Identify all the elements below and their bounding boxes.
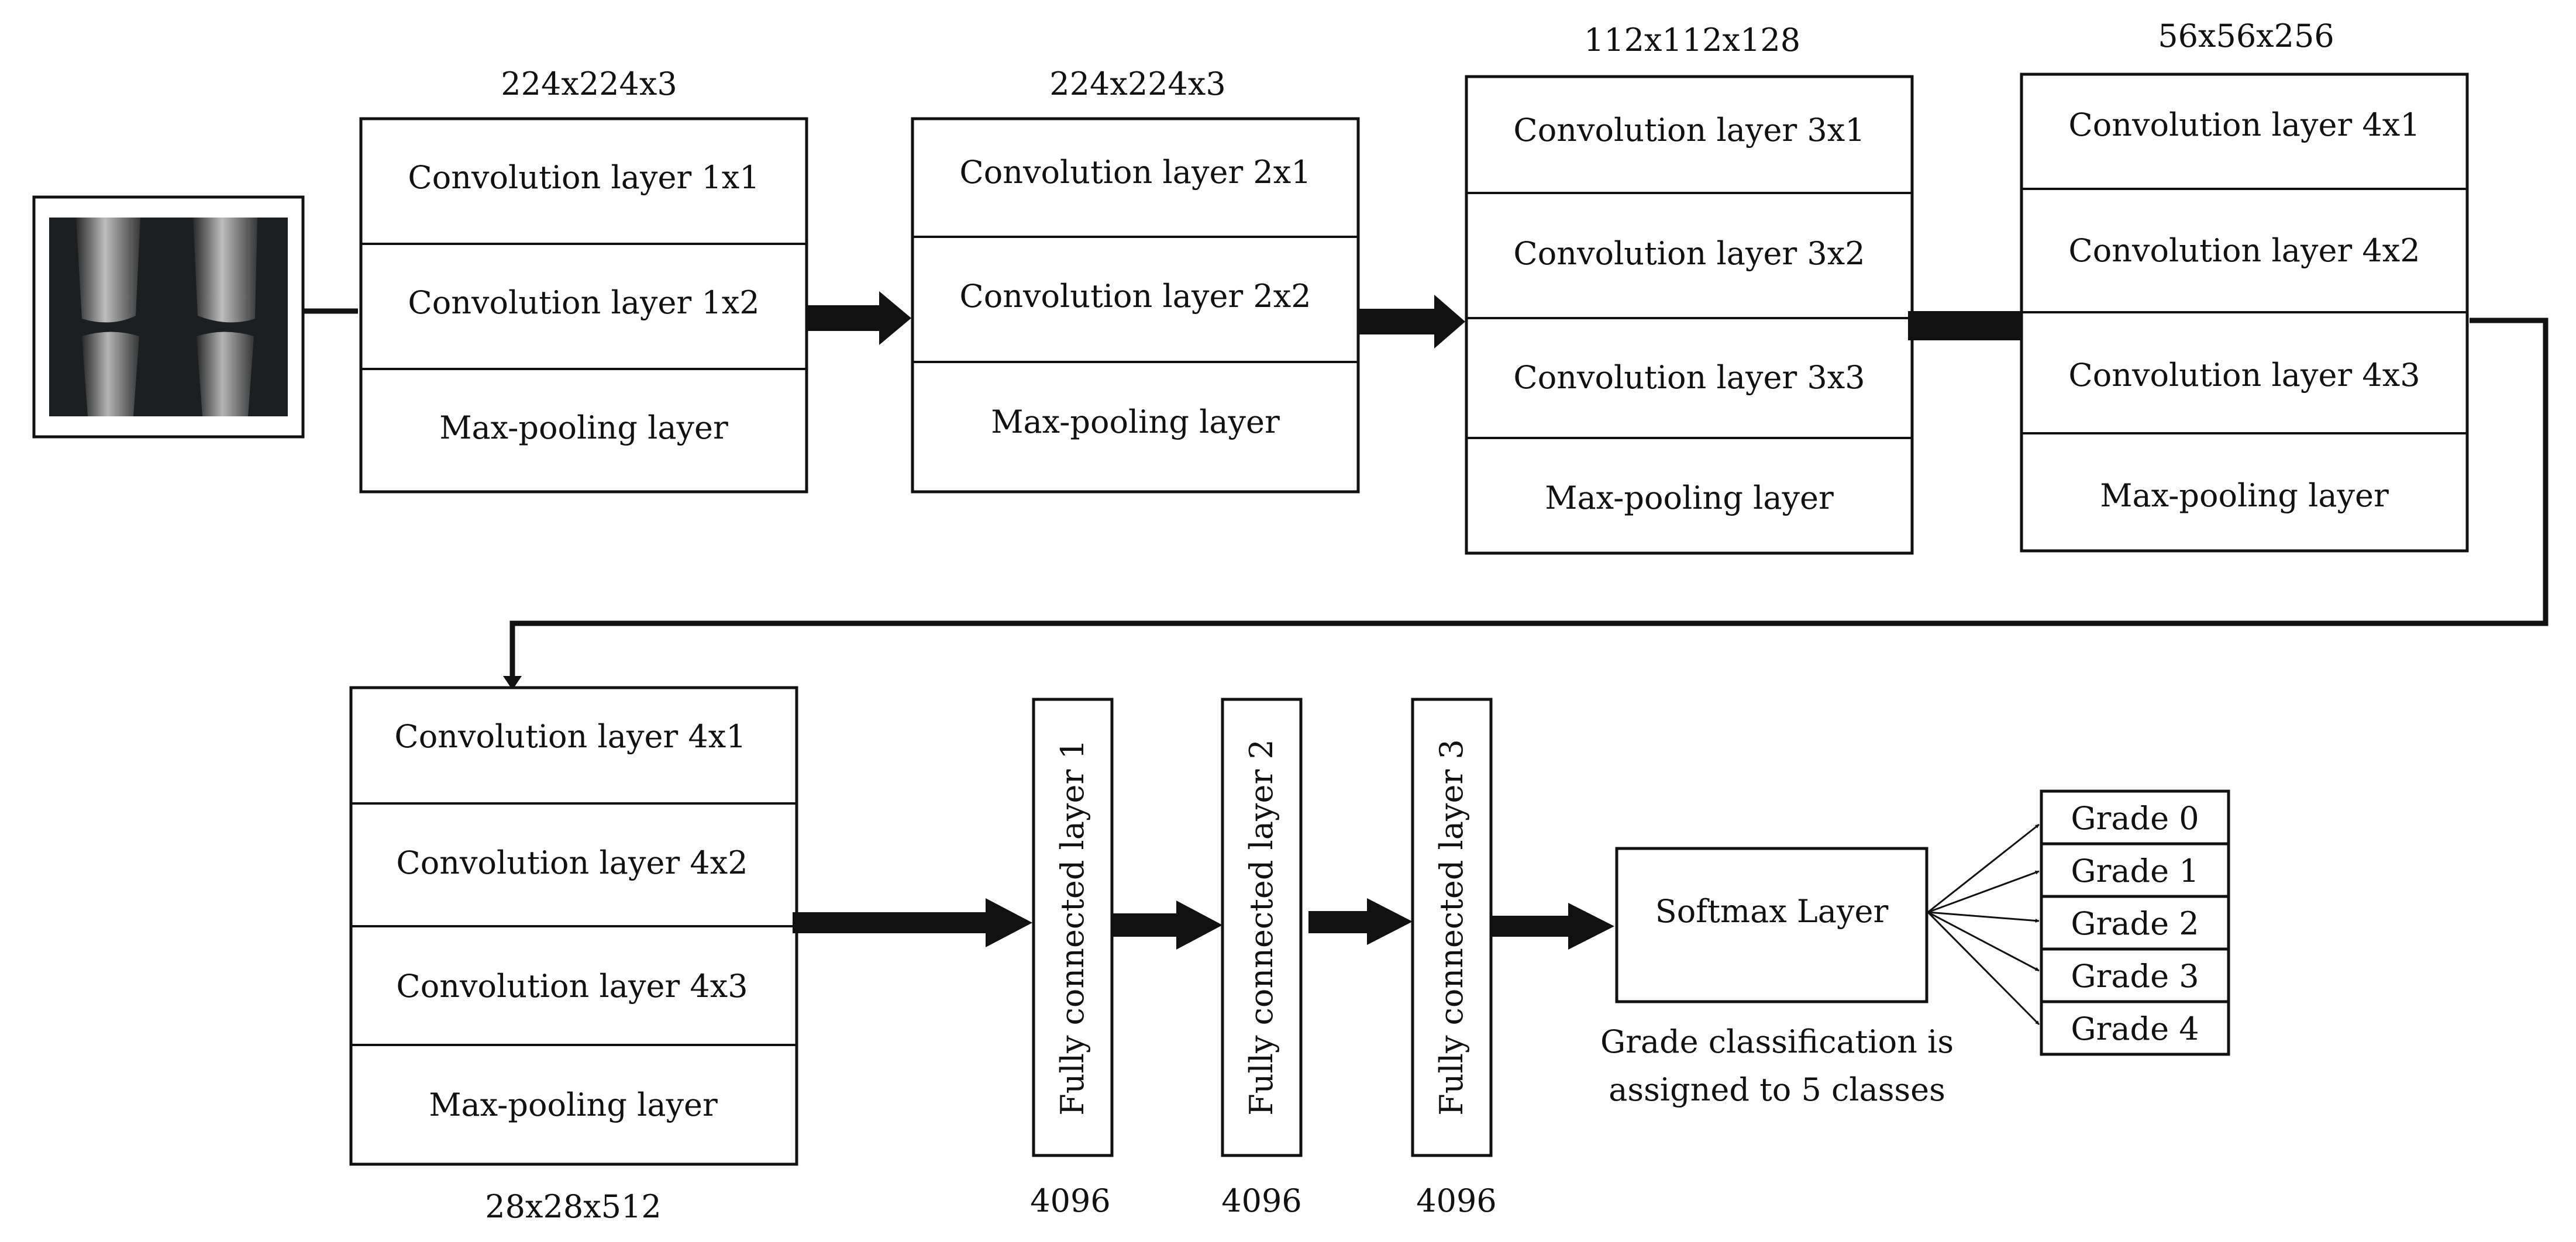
fc-layer-1-label: Fully connected layer 1 [1054,739,1091,1116]
block-1-layer-3: Max-pooling layer [439,409,728,446]
block-4-layer-3: Convolution layer 4x3 [2068,357,2420,394]
block-3-layer-3: Convolution layer 3x3 [1513,359,1865,396]
fc-layer-2-size: 4096 [1221,1182,1301,1219]
arrow-block5-to-fc1 [793,898,1032,947]
grade-2: Grade 2 [2040,895,2230,951]
block-5-dimension: 28x28x512 [485,1188,661,1225]
block-4: 56x56x256 Convolution layer 4x1 Convolut… [2020,18,2469,553]
fc-layer-3-label: Fully connected layer 3 [1433,739,1470,1116]
block-5: Convolution layer 4x1 Convolution layer … [349,686,798,1225]
block-5-layer-4: Max-pooling layer [429,1086,718,1123]
fc-layer-2-label: Fully connected layer 2 [1243,739,1280,1116]
block-3-layer-4: Max-pooling layer [1545,479,1834,516]
arrow-fc1-to-fc2 [1113,901,1222,950]
block-4-dimension: 56x56x256 [2158,18,2334,54]
softmax-caption-line-1: Grade classification is [1600,1023,1954,1060]
block-4-layer-1: Convolution layer 4x1 [2068,106,2420,143]
block-3-layer-2: Convolution layer 3x2 [1513,235,1865,272]
block-4-layer-2: Convolution layer 4x2 [2068,232,2420,269]
grade-4-label: Grade 4 [2071,1010,2199,1047]
block-3: 112x112x128 Convolution layer 3x1 Convol… [1465,22,1914,555]
block-4-layer-4: Max-pooling layer [2100,477,2389,514]
block-2-layer-1: Convolution layer 2x1 [959,154,1311,191]
block-2-dimension: 224x224x3 [1049,65,1225,102]
arrow-block2-to-block3 [1359,295,1465,349]
grade-0-label: Grade 0 [2071,800,2199,837]
wrap-connector [503,318,2549,690]
arrow-fc2-to-fc3 [1308,898,1413,945]
fc-layer-3: Fully connected layer 3 4096 [1411,698,1497,1219]
block-2-layer-2: Convolution layer 2x2 [959,278,1311,315]
block-5-layer-3: Convolution layer 4x3 [396,968,748,1005]
input-image [32,195,305,439]
softmax-block: Softmax Layer Grade classification is as… [1600,847,1954,1108]
block-2-layer-3: Max-pooling layer [991,403,1280,440]
softmax-fanout-arrows [1927,823,2040,1026]
fc-layer-2: Fully connected layer 2 4096 [1221,698,1303,1219]
grade-4: Grade 4 [2040,1000,2230,1056]
fc-layer-1: Fully connected layer 1 4096 [1030,698,1114,1219]
block-5-layer-2: Convolution layer 4x2 [396,844,748,881]
block-1-layer-2: Convolution layer 1x2 [408,284,759,321]
block-1-dimension: 224x224x3 [501,65,677,102]
arrow-fc3-to-softmax [1492,903,1614,950]
grade-3-label: Grade 3 [2071,958,2199,995]
grade-1-label: Grade 1 [2071,853,2199,889]
block-5-layer-1: Convolution layer 4x1 [394,718,746,755]
block-1: 224x224x3 Convolution layer 1x1 Convolut… [359,65,808,494]
grade-list: Grade 0 Grade 1 Grade 2 Grade 3 Grade 4 [2040,789,2230,1056]
fc-layer-1-size: 4096 [1030,1182,1110,1219]
block-1-layer-1: Convolution layer 1x1 [408,159,759,196]
softmax-label: Softmax Layer [1655,893,1889,930]
grade-1: Grade 1 [2040,842,2230,898]
grade-2-label: Grade 2 [2071,905,2199,942]
block-2: 224x224x3 Convolution layer 2x1 Convolut… [911,65,1360,494]
arrow-block1-to-block2 [808,291,911,345]
block-3-dimension: 112x112x128 [1584,22,1800,58]
grade-3: Grade 3 [2040,947,2230,1003]
fc-layer-3-size: 4096 [1416,1182,1496,1219]
softmax-caption-line-2: assigned to 5 classes [1609,1071,1945,1108]
grade-0: Grade 0 [2040,789,2230,846]
block-3-layer-1: Convolution layer 3x1 [1513,112,1865,149]
